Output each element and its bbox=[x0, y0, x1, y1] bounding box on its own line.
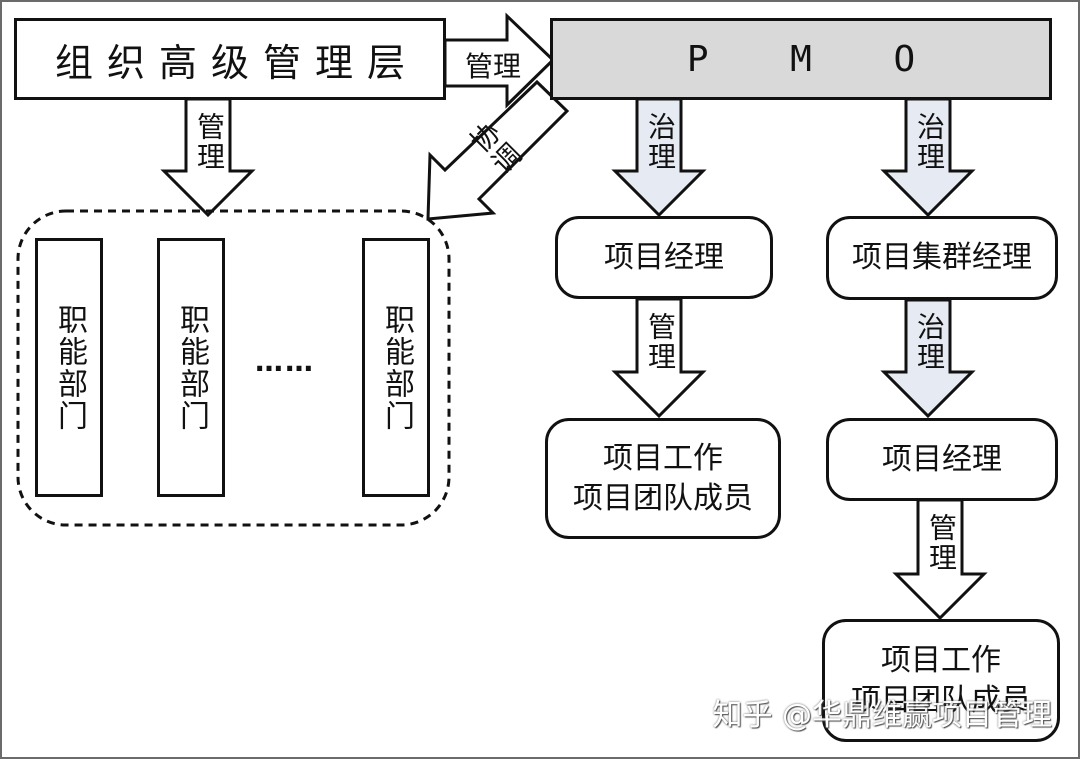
arrow-label-pmo-to-cluster: 治理 bbox=[913, 112, 946, 172]
functional-department-3: 职能部门 bbox=[362, 238, 430, 497]
arrow-label-pm-to-work: 管理 bbox=[644, 312, 677, 372]
top-management-label: 组织高级管理层 bbox=[54, 40, 419, 85]
functional-department-2: 职能部门 bbox=[157, 238, 225, 497]
project-work-box: 项目工作 项目团队成员 bbox=[545, 418, 781, 539]
functional-department-label: 职能部门 bbox=[174, 303, 209, 432]
arrow-top-to-departments bbox=[160, 97, 256, 218]
arrow-top-to-pmo bbox=[443, 12, 556, 109]
project-manager-box: 项目经理 bbox=[555, 216, 773, 299]
departments-container bbox=[16, 209, 451, 527]
project-work-label: 项目工作 bbox=[603, 440, 723, 476]
arrow-cluster-to-pm bbox=[880, 298, 976, 419]
arrow-label-pmo-to-pm: 治理 bbox=[644, 112, 677, 172]
functional-department-label: 职能部门 bbox=[379, 303, 414, 432]
arrow-label-top-to-departments: 管理 bbox=[193, 112, 226, 172]
arrow-pmo-to-pm bbox=[611, 97, 707, 218]
pmo-label: P M O bbox=[686, 38, 946, 80]
project-team-members-label: 项目团队成员 bbox=[573, 480, 753, 516]
departments-ellipsis: …… bbox=[255, 345, 315, 378]
arrow-label-cluster-to-pm: 治理 bbox=[913, 312, 946, 372]
project-manager-label: 项目经理 bbox=[604, 239, 724, 275]
pmo-box: P M O bbox=[550, 18, 1052, 100]
arrow-pmo-to-cluster bbox=[880, 97, 976, 218]
watermark: 知乎 @华鼎维赢项目管理 bbox=[712, 698, 1052, 733]
arrow-label-top-to-pmo: 管理 bbox=[464, 50, 521, 83]
project-team-members-label: 项目团队成员 bbox=[851, 682, 1031, 718]
functional-department-1: 职能部门 bbox=[35, 238, 103, 497]
functional-department-label: 职能部门 bbox=[52, 303, 87, 432]
project-work-label: 项目工作 bbox=[881, 642, 1001, 678]
project-manager-label: 项目经理 bbox=[882, 441, 1002, 477]
project-work-2-box: 项目工作 项目团队成员 bbox=[822, 619, 1060, 742]
arrow-pmo-to-departments bbox=[426, 79, 570, 221]
cluster-manager-label: 项目集群经理 bbox=[852, 240, 1032, 275]
arrow-pm2-to-work bbox=[892, 498, 988, 621]
top-management-box: 组织高级管理层 bbox=[14, 18, 446, 100]
project-manager-2-box: 项目经理 bbox=[826, 418, 1058, 501]
cluster-manager-box: 项目集群经理 bbox=[826, 216, 1058, 300]
arrow-pm-to-work bbox=[611, 297, 707, 419]
arrow-label-pm2-to-work: 管理 bbox=[925, 513, 958, 573]
